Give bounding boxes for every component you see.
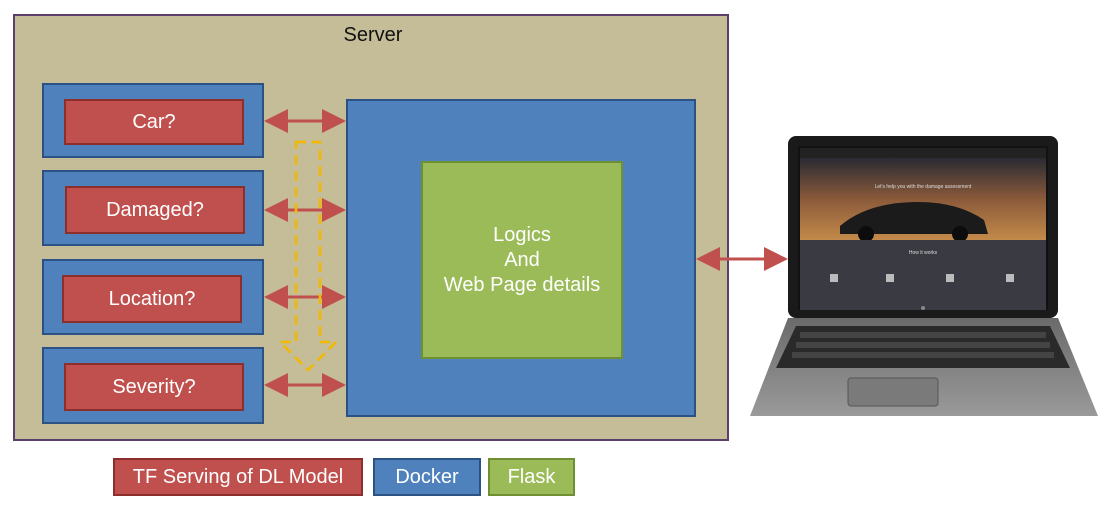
legend-flask: Flask <box>488 458 575 496</box>
flow-arrow <box>276 140 340 372</box>
flask-app-line-2: And <box>504 248 540 271</box>
model-container-car: Car? <box>42 83 264 158</box>
model-container-severity: Severity? <box>42 347 264 424</box>
legend-tf-serving: TF Serving of DL Model <box>113 458 363 496</box>
model-location: Location? <box>62 275 242 323</box>
model-container-damaged: Damaged? <box>42 170 264 246</box>
model-severity: Severity? <box>64 363 244 411</box>
flask-app-line-1: Logics <box>493 223 551 246</box>
laptop-screen-section: How it works <box>909 250 938 256</box>
app-container: Logics And Web Page details <box>346 99 696 417</box>
flask-app: Logics And Web Page details <box>421 161 623 359</box>
legend-docker: Docker <box>373 458 481 496</box>
model-container-location: Location? <box>42 259 264 335</box>
model-damaged: Damaged? <box>65 186 245 234</box>
model-car: Car? <box>64 99 244 145</box>
laptop-illustration: Let's help you with the damage assessmen… <box>750 136 1098 416</box>
server-title: Server <box>343 24 403 46</box>
flask-app-line-3: Web Page details <box>443 273 601 296</box>
laptop-screen-heading: Let's help you with the damage assessmen… <box>875 184 972 190</box>
